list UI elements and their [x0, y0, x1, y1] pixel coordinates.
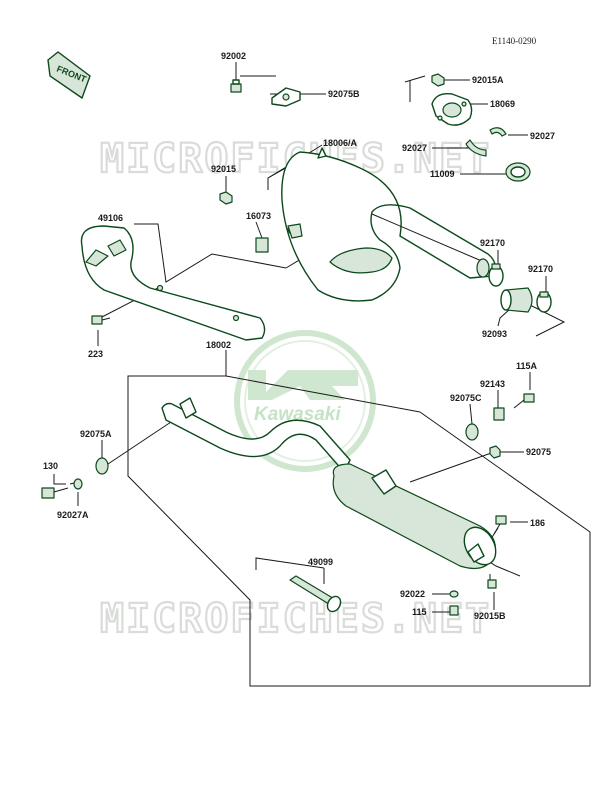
- label-16073: 16073: [246, 211, 271, 221]
- part-92093-coupler: [500, 287, 533, 313]
- part-49106-heat-guard: [80, 225, 266, 341]
- part-92075c-damper: [465, 423, 479, 441]
- label-92075a: 92075A: [80, 429, 112, 439]
- label-223: 223: [88, 349, 103, 359]
- part-18002-muffler: [161, 397, 497, 569]
- watermark-site-bottom: MICROFICHES.NET: [100, 596, 491, 642]
- part-92143-collar: [493, 407, 505, 421]
- part-130-bolt: [41, 487, 69, 499]
- part-92027-ring-b: [465, 139, 487, 157]
- label-92093: 92093: [482, 329, 507, 339]
- label-92015: 92015: [211, 164, 236, 174]
- label-92075: 92075: [526, 447, 551, 457]
- part-92027a-washer: [73, 478, 83, 490]
- part-18006a-chamber: [281, 147, 496, 302]
- part-223-screw: [91, 315, 111, 325]
- label-18002: 18002: [206, 340, 231, 350]
- part-92027-ring-a: [489, 127, 507, 137]
- part-92015b-nut: [487, 579, 497, 589]
- leader-lines: [53, 62, 591, 687]
- label-186: 186: [530, 518, 545, 528]
- part-186-bolt: [493, 515, 507, 535]
- label-115: 115: [412, 607, 427, 617]
- part-49099-pipe: [289, 575, 342, 613]
- label-92002: 92002: [221, 51, 246, 61]
- part-92170-clamp-right: [536, 291, 552, 313]
- part-92015-nut: [219, 191, 233, 205]
- part-labels: 92002 92075B 92015A 18069 92027 92027 11…: [43, 51, 555, 621]
- part-115-bolt: [449, 605, 459, 616]
- label-130: 130: [43, 461, 58, 471]
- label-92143: 92143: [480, 379, 505, 389]
- diagram-code: E1140-0290: [492, 36, 537, 46]
- label-92022: 92022: [400, 589, 425, 599]
- part-92022-washer: [449, 590, 459, 598]
- front-arrow-badge: FRONT: [47, 51, 91, 100]
- label-92027a: 92027A: [57, 510, 89, 520]
- part-115a-bolt: [513, 393, 535, 409]
- label-11009: 11009: [430, 169, 455, 179]
- label-92015a: 92015A: [472, 75, 504, 85]
- watermark-brand: Kawasaki: [254, 404, 341, 425]
- label-92015b: 92015B: [474, 611, 506, 621]
- label-92027-left: 92027: [402, 143, 427, 153]
- label-115a: 115A: [516, 361, 538, 371]
- label-18006a: 18006/A: [323, 138, 358, 148]
- part-11009-gasket: [505, 162, 531, 182]
- part-illustrations: [41, 73, 552, 616]
- part-16073-grommet: [255, 223, 303, 253]
- part-92075a-damper: [95, 457, 109, 475]
- part-92075-damper: [489, 445, 501, 459]
- label-49099: 49099: [308, 557, 333, 567]
- part-18069-flange: [431, 93, 473, 126]
- label-92027-right: 92027: [530, 131, 555, 141]
- label-18069: 18069: [490, 99, 515, 109]
- part-92075b-damper: [271, 87, 301, 107]
- label-92170-right: 92170: [528, 264, 553, 274]
- part-92002-bolt: [230, 79, 242, 93]
- label-92170-left: 92170: [480, 238, 505, 248]
- label-92075c: 92075C: [450, 393, 482, 403]
- label-49106: 49106: [98, 213, 123, 223]
- part-92015a-nut: [431, 73, 445, 87]
- part-92170-clamp-left: [488, 263, 504, 287]
- label-92075b: 92075B: [328, 89, 360, 99]
